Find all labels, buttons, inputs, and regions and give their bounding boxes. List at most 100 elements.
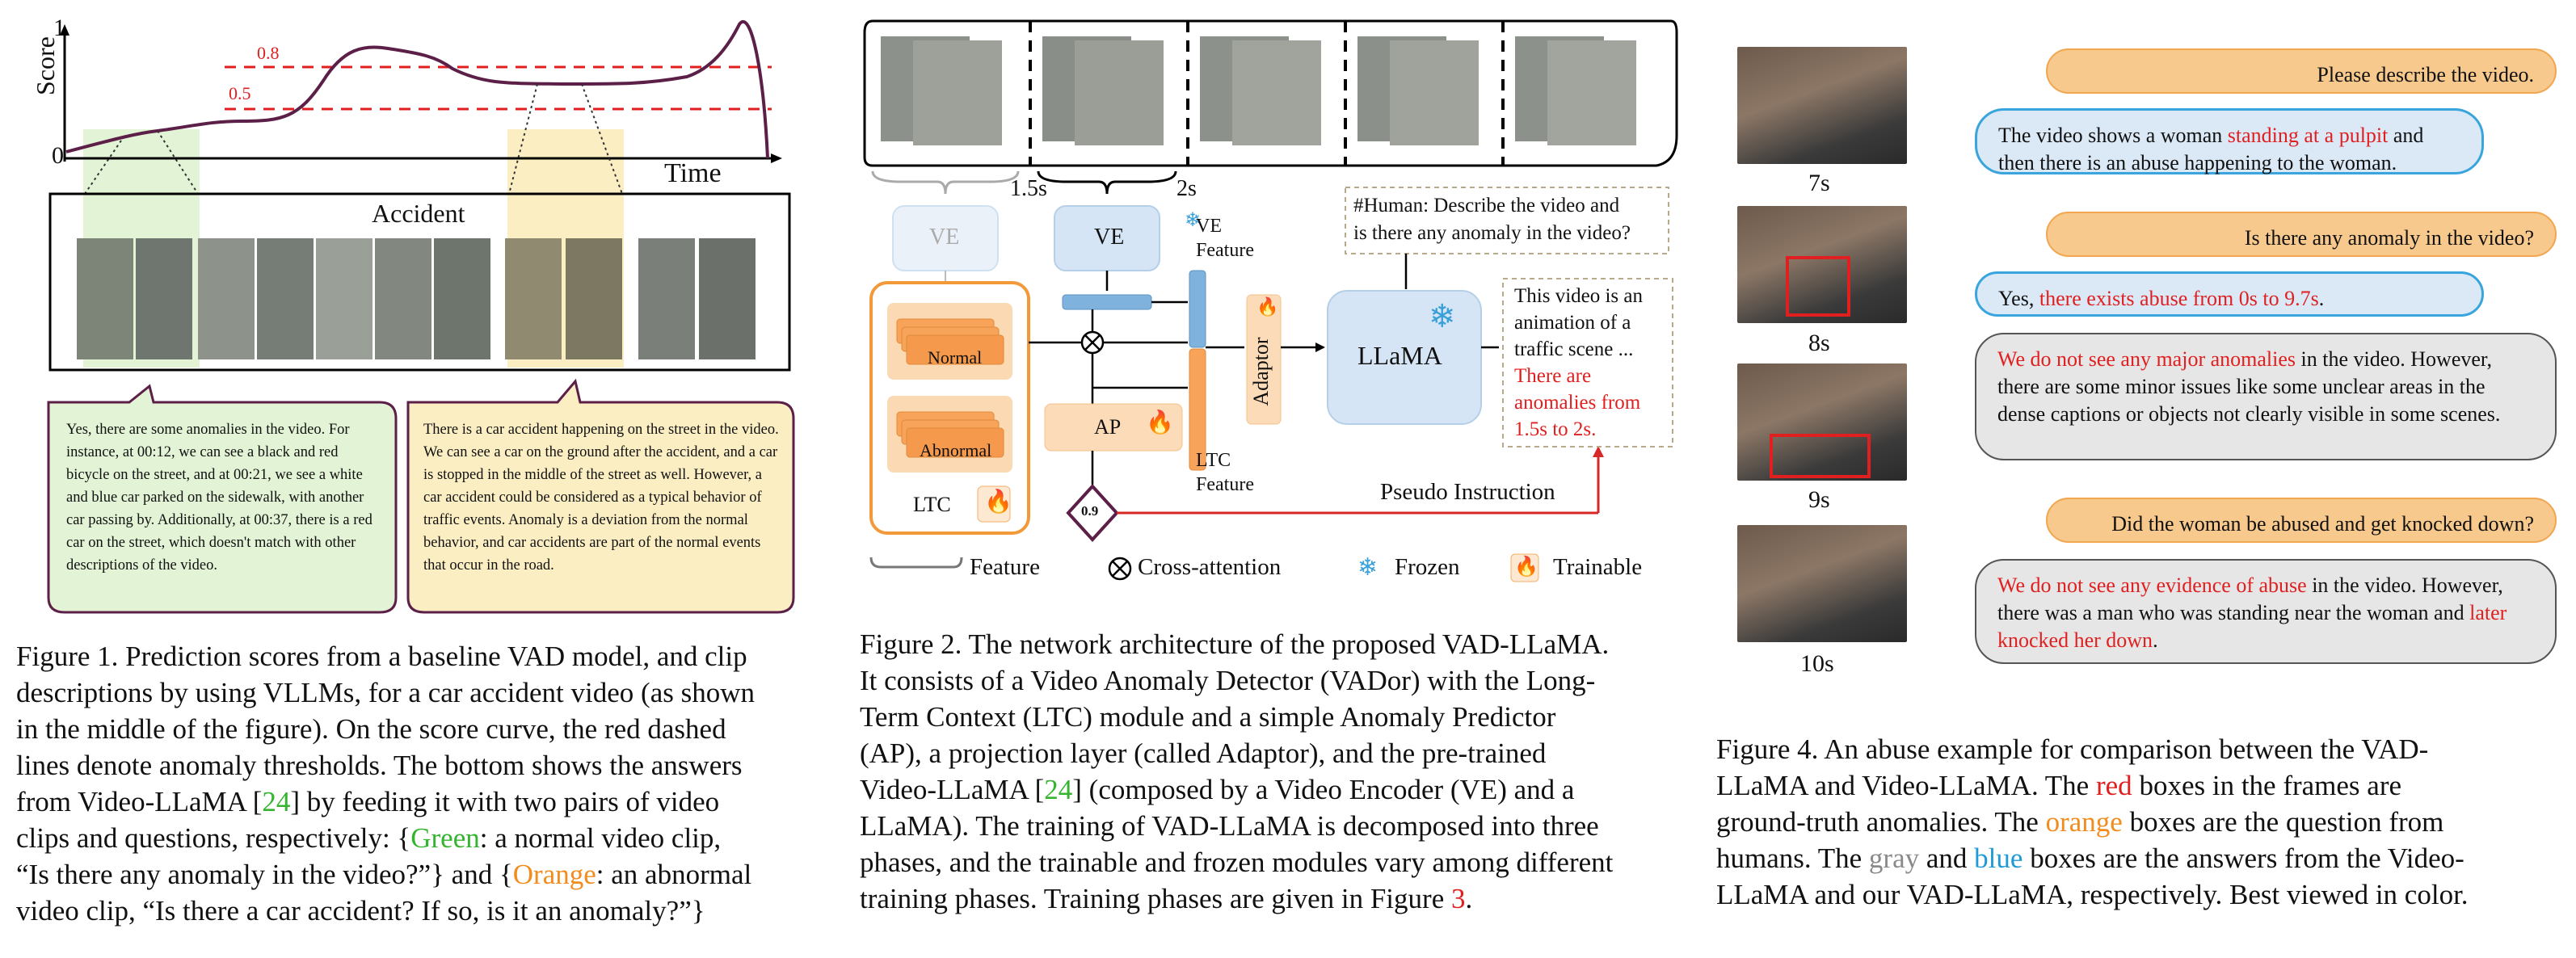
frame-7s — [1737, 47, 1907, 164]
figure-1-graphic — [47, 20, 795, 614]
output-l6: 1.5s to 2s. — [1514, 418, 1597, 440]
caption-1-text: : a normal video clip, — [479, 822, 722, 854]
legend-frozen-label: Frozen — [1395, 554, 1460, 580]
strip-title: Accident — [372, 199, 465, 228]
orange-bubble-text: There is a car accident happening on the… — [423, 422, 779, 574]
ve-label-faded: VE — [929, 225, 960, 250]
threshold-label-05: 0.5 — [229, 83, 251, 103]
output-l2: animation of a — [1514, 312, 1631, 334]
ref-figure-3[interactable]: 3 — [1450, 883, 1466, 914]
y-tick-1: 1 — [53, 15, 65, 41]
human-instruction-box — [1345, 187, 1669, 254]
caption-1-line-4: lines denote anomaly thresholds. The bot… — [16, 750, 743, 781]
figure-4-caption: Figure 4. An abuse example for compariso… — [1716, 731, 2557, 913]
caption-4-line-5: LLaMA and our VAD-LLaMA, respectively. B… — [1716, 879, 2469, 910]
caption-1-line-3: in the middle of the figure). On the sco… — [16, 713, 726, 745]
legend-trainable-badge — [1510, 553, 1539, 582]
connector-yellow-right — [581, 83, 623, 195]
anomaly-box-8s — [1786, 256, 1850, 317]
caption-2-line-4: (AP), a projection layer (called Adaptor… — [860, 737, 1547, 769]
legend-cross-x2 — [1112, 561, 1128, 577]
clip-5-frame-b — [1547, 40, 1636, 145]
caption-4-line-1: Figure 4. An abuse example for compariso… — [1716, 733, 2429, 765]
caption-1-text: : an abnormal — [596, 859, 752, 890]
clip-2-frame-b — [1075, 40, 1164, 145]
ref-24[interactable]: 24 — [262, 786, 291, 817]
clip-3-frame-b — [1232, 40, 1321, 145]
frame-10s-label: 10s — [1800, 650, 1834, 677]
legend-cross-label: Cross-attention — [1138, 554, 1282, 580]
caption-orange-word: Orange — [512, 859, 596, 890]
human-instruction-l1: #Human: Describe the video and — [1353, 195, 1620, 216]
ve-snowflake-icon: ❄ — [1185, 210, 1202, 231]
output-text: This video is an animation of a traffic … — [1514, 283, 1643, 443]
y-axis-label: Score — [31, 36, 60, 95]
frame-10s — [1737, 525, 1907, 642]
orange-bubble-shape — [406, 378, 795, 614]
frame-11 — [699, 238, 756, 359]
caption-4-line-2: LLaMA and Video-LLaMA. The red boxes in … — [1716, 767, 2557, 804]
ve-feature-vertical — [1189, 270, 1206, 348]
frame-5 — [316, 238, 373, 359]
arrow-head-llama — [1315, 342, 1325, 352]
ap-label: AP — [1094, 415, 1122, 439]
answer-2-text: Yes, — [1998, 287, 2039, 310]
frame-9s — [1737, 363, 1907, 481]
threshold-label-08: 0.8 — [257, 43, 280, 63]
gray-answer-bubble-1: We do not see any major anomalies in the… — [1975, 333, 2557, 460]
caption-green-word: Green — [410, 822, 480, 854]
brace-active — [1037, 170, 1177, 195]
y-axis-arrow — [60, 24, 69, 36]
output-l3: traffic scene ... — [1514, 338, 1634, 360]
frame-8s — [1737, 206, 1907, 323]
gray-answer-1-text: in the video. However, there are some mi… — [1997, 347, 2501, 426]
ltc-feature-label-l2: Feature — [1196, 474, 1254, 495]
question-bubble-2: Is there any anomaly in the video? — [2046, 212, 2557, 257]
gray-answer-2-highlight-2: later knocked her down — [1997, 601, 2507, 652]
gray-answer-2-text: in the video. However, there was a man w… — [1997, 574, 2503, 624]
answer-1-text: The video shows a woman — [1998, 124, 2228, 147]
caption-1-line-6: clips and questions, respectively: {Gree… — [16, 820, 816, 856]
ref-24[interactable]: 24 — [1044, 774, 1073, 805]
caption-2-line-8: training phases. Training phases are giv… — [860, 880, 1686, 917]
time-label-1-5s: 1.5s — [1010, 176, 1047, 201]
ap-box — [1044, 403, 1183, 452]
caption-1-text: clips and questions, respectively: { — [16, 822, 411, 854]
figure-2-graphic — [863, 19, 1678, 582]
caption-4-text: LLaMA and Video-LLaMA. The — [1716, 770, 2096, 801]
accident-frames — [77, 238, 756, 359]
caption-2-line-6: LLaMA). The training of VAD-LLaMA is dec… — [860, 810, 1599, 842]
adaptor-box — [1246, 294, 1282, 425]
frame-8s-label: 8s — [1808, 330, 1830, 356]
brace-faded — [871, 170, 1020, 195]
question-1-text: Please describe the video. — [2317, 63, 2534, 86]
legend-feature-shape — [869, 557, 963, 569]
clip-frames — [881, 36, 1636, 145]
x-axis-arrow — [771, 153, 782, 163]
ltc-label: LTC — [913, 493, 951, 516]
output-l1: This video is an — [1514, 285, 1644, 307]
caption-2-line-3: Term Context (LTC) module and a simple A… — [860, 701, 1556, 733]
frame-9s-label: 9s — [1808, 486, 1830, 513]
caption-2-line-7: phases, and the trainable and frozen mod… — [860, 847, 1614, 878]
frame-6 — [375, 238, 431, 359]
frame-9 — [566, 238, 622, 359]
caption-2-line-1: Figure 2. The network architecture of th… — [860, 628, 1610, 660]
llama-box — [1327, 290, 1482, 425]
ve-feature-bar — [1062, 294, 1152, 310]
human-instruction-l2: is there any anomaly in the video? — [1353, 222, 1631, 244]
gray-answer-2-text: . — [2153, 628, 2158, 652]
gray-answer-2-highlight: We do not see any evidence of abuse — [1997, 574, 2307, 597]
caption-1-line-8: video clip, “Is there a car accident? If… — [16, 895, 705, 926]
score-diamond — [1066, 484, 1119, 542]
answer-2-text: . — [2318, 287, 2325, 310]
abnormal-label: Abnormal — [920, 440, 992, 460]
score-curve — [65, 20, 769, 159]
question-bubble-3: Did the woman be abused and get knocked … — [2046, 498, 2557, 543]
caption-1-text: ] by feeding it with two pairs of video — [290, 786, 720, 817]
caption-blue-word: blue — [1974, 842, 2023, 874]
gray-answer-1-highlight: We do not see any major anomalies — [1997, 347, 2296, 371]
connector-yellow-left — [508, 83, 538, 195]
